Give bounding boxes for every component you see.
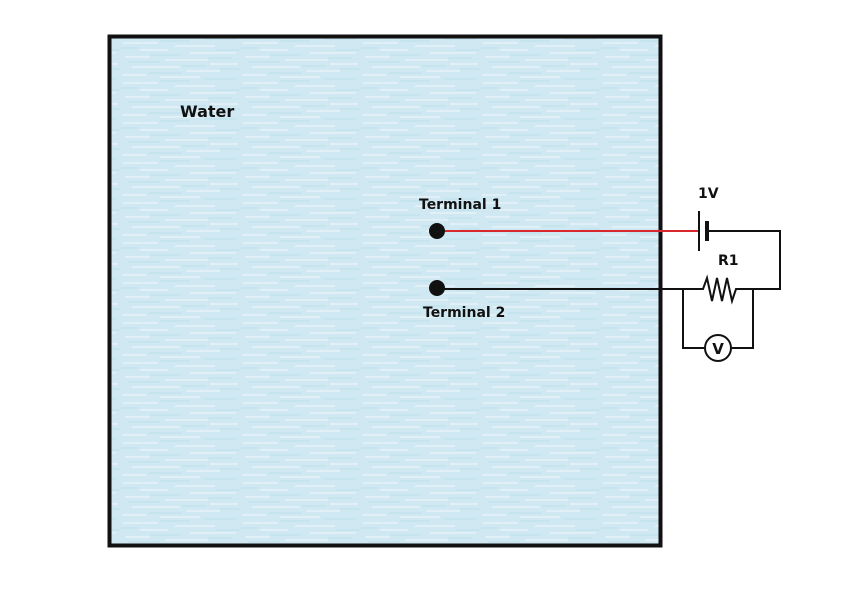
water-label: Water <box>180 102 234 121</box>
voltmeter-right-wire <box>731 289 754 349</box>
circuit-return-wire <box>709 230 781 290</box>
resistor-label: R1 <box>718 253 739 269</box>
terminal-2-label: Terminal 2 <box>423 305 505 321</box>
water-tank <box>107 34 663 548</box>
voltmeter-label: V <box>712 340 724 358</box>
voltmeter <box>704 334 732 362</box>
battery-label: 1V <box>698 186 719 202</box>
terminal-1-dot <box>429 223 445 239</box>
resistor-r1 <box>699 274 751 305</box>
voltmeter-left-wire <box>682 289 705 349</box>
terminal-1-label: Terminal 1 <box>419 197 501 213</box>
terminal-2-dot <box>429 280 445 296</box>
